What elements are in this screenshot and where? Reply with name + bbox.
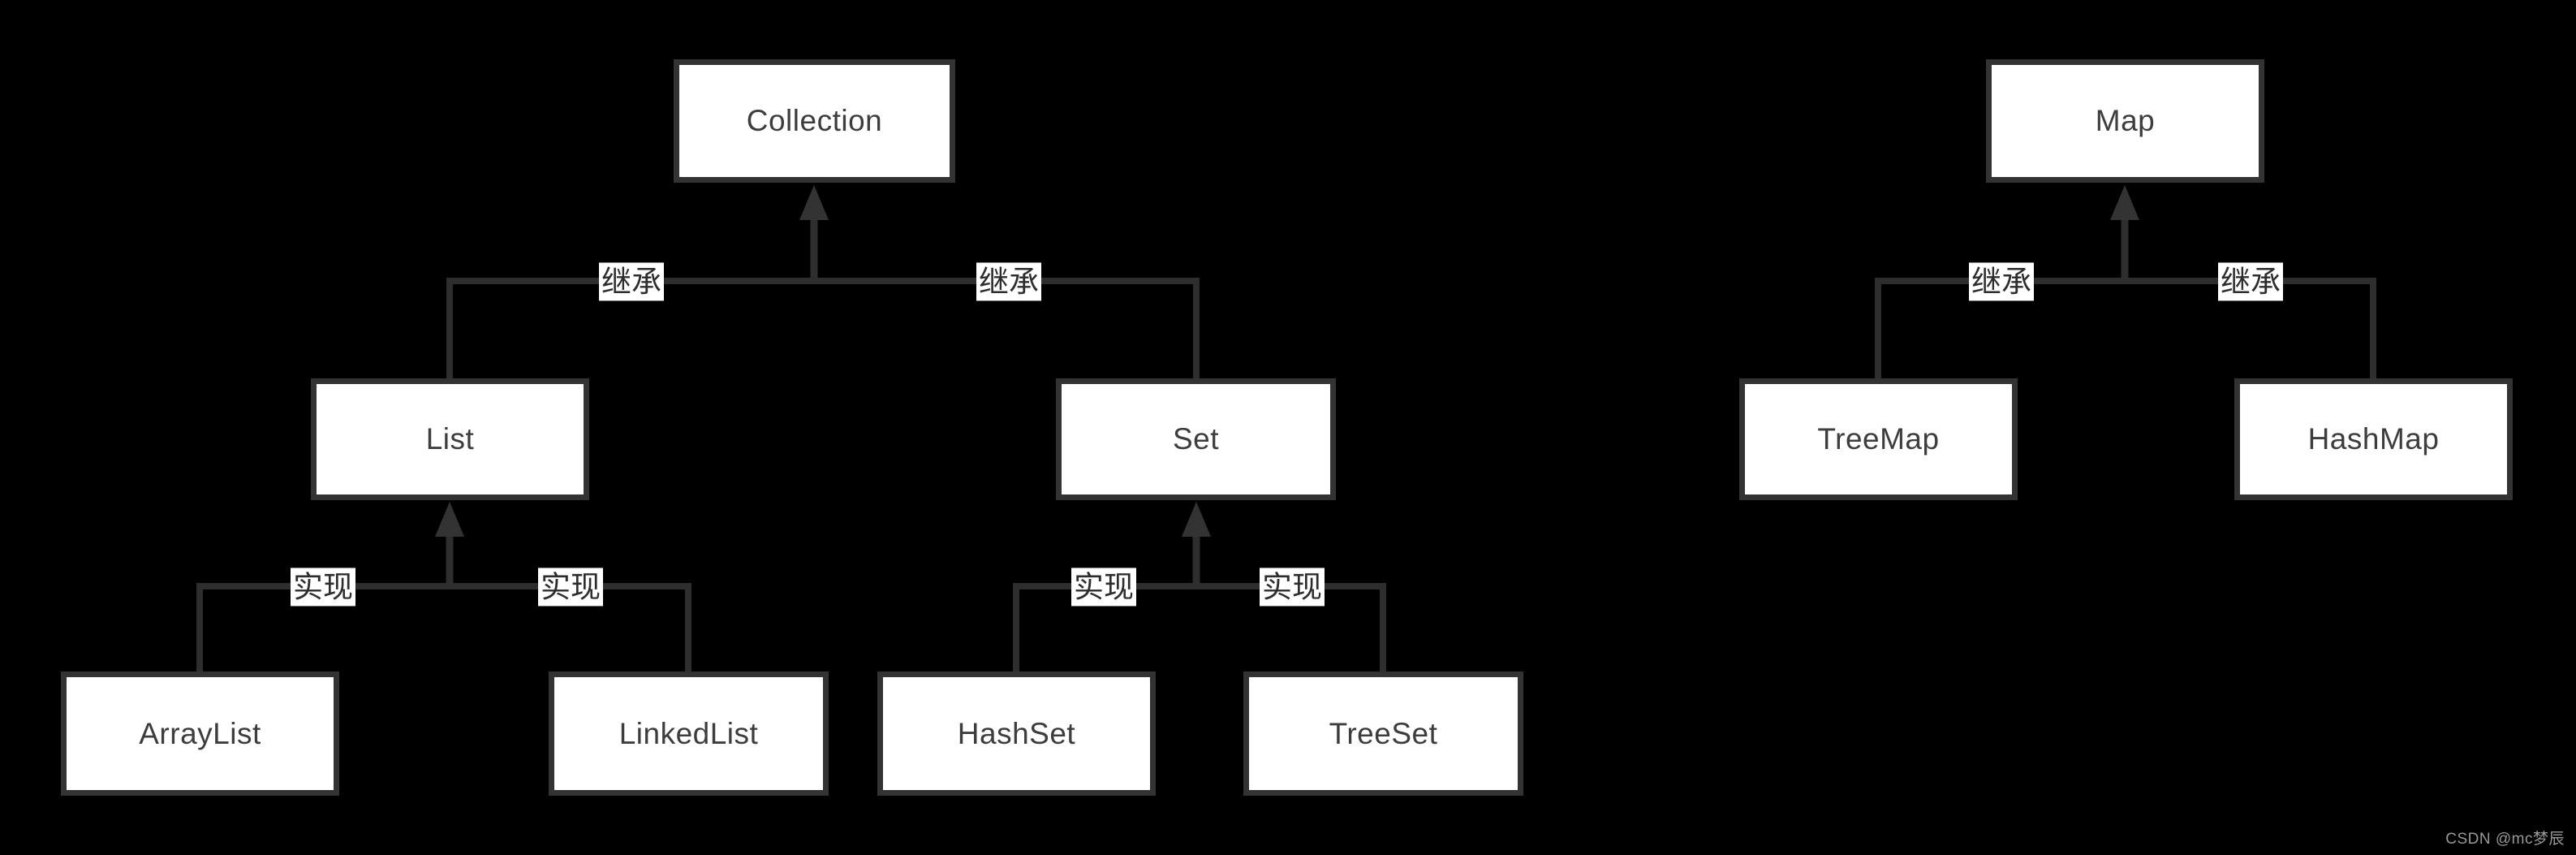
node-treeset-label: TreeSet [1329,716,1438,750]
csdn-watermark: CSDN @mc梦辰 [2445,831,2565,848]
node-hashset-label: HashSet [957,716,1076,750]
connector-collection-children [446,278,1200,378]
edge-label-hashset-implements-set: 实现 [1071,568,1136,607]
node-hashmap: HashMap [2234,378,2513,500]
edge-label-treeset-implements-set: 实现 [1260,568,1325,607]
edge-label-linkedlist-implements-list: 实现 [538,568,603,607]
edge-label-hashmap-inherits-map: 继承 [2218,262,2283,301]
edge-label-list-inherits-collection: 继承 [599,262,664,301]
node-set-label: Set [1172,422,1220,456]
node-collection-label: Collection [746,104,883,137]
node-collection: Collection [674,59,955,183]
arrow-up-icon [1182,502,1211,537]
node-arraylist-label: ArrayList [139,716,261,750]
edge-label-treemap-inherits-map: 继承 [1969,262,2034,301]
node-set: Set [1056,378,1336,500]
arrow-up-icon [799,185,829,220]
connector-list-children [196,583,691,671]
node-arraylist: ArrayList [61,671,339,796]
node-linkedlist-label: LinkedList [618,716,759,750]
node-treemap: TreeMap [1739,378,2018,500]
edge-label-arraylist-implements-list: 实现 [291,568,355,607]
node-list: List [311,378,589,500]
node-treeset: TreeSet [1243,671,1523,796]
node-list-label: List [425,422,475,456]
node-treemap-label: TreeMap [1817,422,1940,456]
node-hashmap-label: HashMap [2307,422,2440,456]
node-map-label: Map [2095,104,2156,137]
connector-map-children [1875,278,2376,378]
arrow-up-icon [2110,185,2139,220]
node-hashset: HashSet [877,671,1156,796]
node-linkedlist: LinkedList [549,671,829,796]
node-map: Map [1986,59,2264,183]
edge-label-set-inherits-collection: 继承 [976,262,1041,301]
arrow-up-icon [435,502,464,537]
